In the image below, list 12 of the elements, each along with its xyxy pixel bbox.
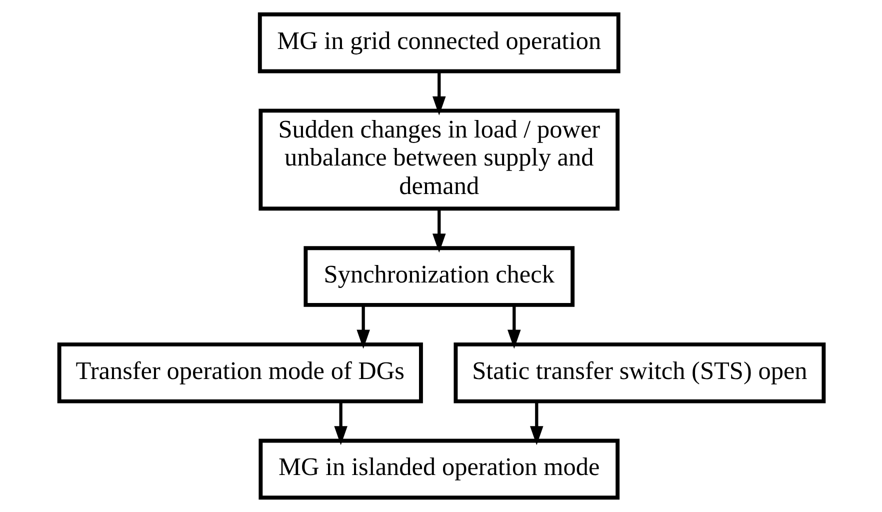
arrow xyxy=(356,305,370,349)
arrow xyxy=(432,209,446,253)
node-box: Synchronization check xyxy=(303,246,574,307)
arrow xyxy=(432,72,446,116)
arrow xyxy=(530,402,543,446)
node-box: Transfer operation mode of DGs xyxy=(56,342,422,404)
arrow xyxy=(334,402,347,446)
arrow xyxy=(507,305,520,349)
node-box: MG in islanded operation mode xyxy=(258,438,620,500)
node-box: Sudden changes in load / power unbalance between supply and demand xyxy=(258,108,620,211)
node-box: Static transfer switch (STS) open xyxy=(453,342,826,404)
node-box: MG in grid connected operation xyxy=(257,12,620,74)
